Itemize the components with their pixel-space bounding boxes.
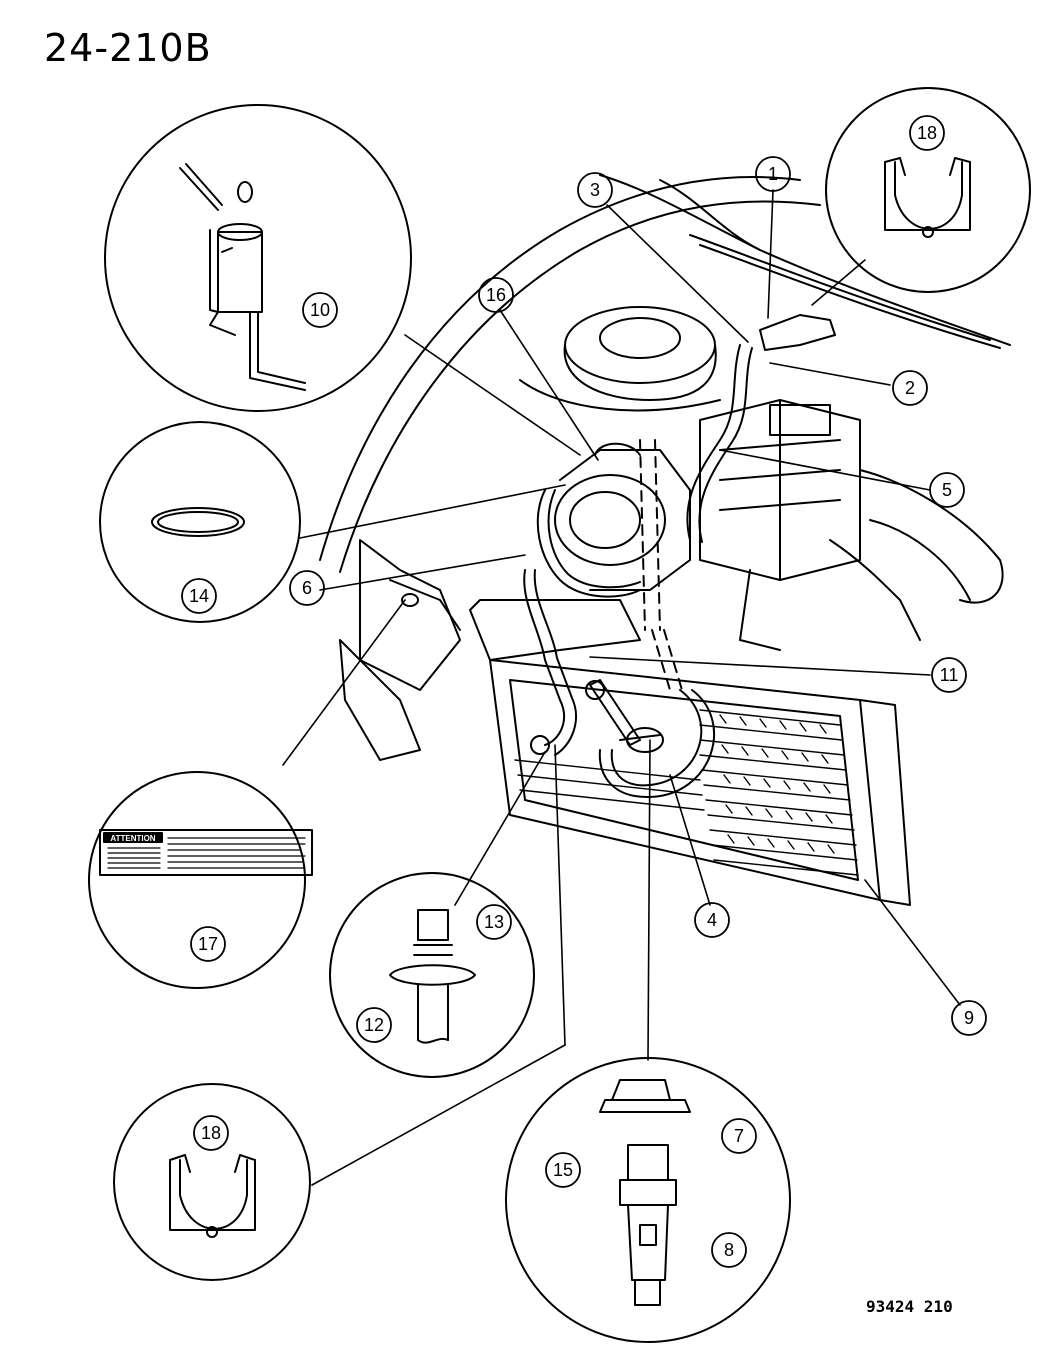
callout-1: 1 [768, 164, 778, 184]
callout-12: 12 [364, 1015, 384, 1035]
leader-lines [282, 189, 961, 1186]
callout-11: 11 [940, 665, 959, 685]
callout-7: 7 [734, 1126, 744, 1146]
detail-clip-top [825, 87, 1031, 293]
callout-9: 9 [964, 1008, 974, 1028]
callout-6: 6 [302, 578, 312, 598]
engine-compartment-drawing [319, 174, 1011, 906]
callout-14: 14 [189, 586, 209, 606]
callout-17: 17 [198, 934, 218, 954]
callout-bubbles [181, 115, 987, 1268]
callout-13: 13 [484, 912, 504, 932]
service-label-heading: ATTENTION [110, 834, 155, 843]
callout-16: 16 [486, 285, 506, 305]
callout-2: 2 [905, 378, 915, 398]
detail-o-ring [99, 421, 301, 623]
detail-service-label [88, 771, 313, 989]
callout-4: 4 [707, 910, 717, 930]
callout-10: 10 [310, 300, 330, 320]
callout-3: 3 [590, 180, 600, 200]
detail-pressure-switch [505, 1057, 791, 1343]
callout-18-top: 18 [917, 123, 937, 143]
detail-clip-bottom [113, 1083, 311, 1281]
page-title: 24-210B [44, 26, 212, 70]
figure-number: 93424 210 [866, 1297, 953, 1316]
callout-18-bottom: 18 [201, 1123, 221, 1143]
detail-receiver-drier [104, 104, 412, 412]
callout-15: 15 [553, 1160, 573, 1180]
detail-fitting [329, 872, 535, 1078]
callout-5: 5 [942, 480, 952, 500]
callout-8: 8 [724, 1240, 734, 1260]
